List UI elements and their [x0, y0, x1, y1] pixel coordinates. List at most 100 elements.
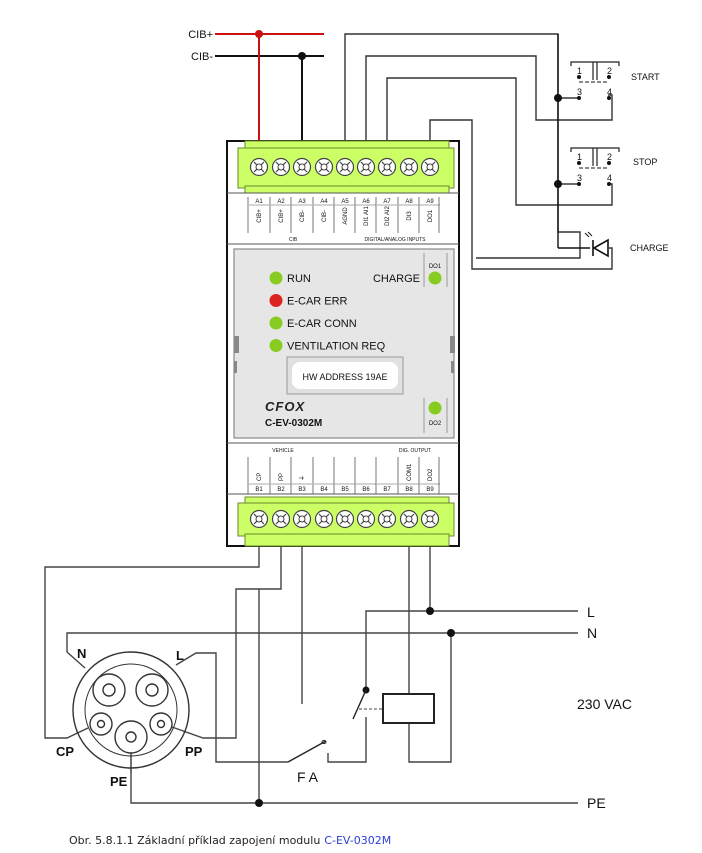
- terminal-id: B8: [405, 487, 413, 493]
- relay: [352, 686, 435, 724]
- terminal-signal: DO1: [428, 209, 434, 222]
- charge-led-icon: [428, 271, 442, 285]
- junction-dot: [447, 629, 455, 637]
- wire-di1: [365, 55, 613, 141]
- terminal-signal: DI2 AI2: [385, 206, 391, 226]
- n-label: N: [587, 625, 597, 641]
- terminal-screw-icon[interactable]: [292, 509, 312, 529]
- charge-indicator-label: CHARGE: [630, 243, 669, 253]
- status-led-list: RUN E-CAR ERR E-CAR CONN VENTILATION REQ: [269, 271, 386, 353]
- status-led: E-CAR ERR: [269, 294, 348, 308]
- terminal-screw-icon[interactable]: [249, 509, 269, 529]
- junction-dot: [255, 799, 263, 807]
- terminal-screw-icon[interactable]: [356, 509, 376, 529]
- junction-dot: [255, 30, 263, 38]
- cib-bus: CIB+ CIB-: [188, 29, 324, 141]
- led-icon: [269, 271, 283, 285]
- terminal-screw-icon[interactable]: [249, 157, 269, 177]
- terminal-id: A8: [405, 199, 413, 205]
- terminal-screw-icon[interactable]: [356, 157, 376, 177]
- terminal-screw-icon[interactable]: [271, 157, 291, 177]
- pin-label: 3: [577, 87, 582, 97]
- vehicle-group-label: VEHICLE: [272, 448, 294, 454]
- terminal-id: A1: [255, 199, 263, 205]
- terminal-id: B9: [426, 487, 434, 493]
- terminal-id: A9: [426, 199, 434, 205]
- wire-pe: [130, 773, 259, 804]
- pin-label: 3: [577, 173, 582, 183]
- terminal-id: B5: [341, 487, 349, 493]
- terminal-signal: DO2: [428, 468, 434, 481]
- start-button: 1 2 3 4 START: [570, 61, 660, 100]
- terminal-id: B7: [383, 487, 391, 493]
- terminal-screw-icon[interactable]: [314, 157, 334, 177]
- status-led: VENTILATION REQ: [269, 339, 386, 353]
- pin-label: 1: [577, 66, 582, 76]
- wire-fa: [327, 717, 367, 763]
- pin-n-label: N: [77, 646, 86, 661]
- stop-button: 1 2 3 4 STOP: [570, 147, 657, 186]
- led-icon: [269, 316, 283, 330]
- terminal-screw-icon[interactable]: [420, 509, 440, 529]
- module-model: C-EV-0302M: [265, 418, 322, 429]
- do2-label: DO2: [429, 421, 442, 427]
- charge-indicator-diode-icon: CHARGE: [584, 231, 669, 258]
- terminal-screw-icon[interactable]: [335, 157, 355, 177]
- terminal-screw-icon[interactable]: [314, 509, 334, 529]
- hw-address: HW ADDRESS 19AE: [302, 372, 387, 382]
- terminal-screw-icon[interactable]: [377, 157, 397, 177]
- figure-caption: Obr. 5.8.1.1 Základní příklad zapojení m…: [69, 834, 391, 847]
- top-screws: [249, 157, 440, 177]
- hw-address-box: [292, 362, 398, 389]
- ev-connector-icon: [72, 651, 190, 773]
- terminal-screw-icon[interactable]: [271, 509, 291, 529]
- pe-label: PE: [587, 795, 606, 811]
- wire-coil-n: [408, 633, 452, 763]
- pin-label: 1: [577, 152, 582, 162]
- pin-label: 2: [607, 152, 612, 162]
- led-icon: [269, 294, 283, 307]
- terminal-id: A2: [277, 199, 285, 205]
- wire-n-bus: [66, 632, 578, 652]
- terminal-screw-icon[interactable]: [377, 509, 397, 529]
- bottom-screws: [249, 509, 440, 529]
- wire-di2: [386, 77, 613, 206]
- status-led: RUN: [269, 271, 311, 285]
- terminal-screw-icon[interactable]: [292, 157, 312, 177]
- voltage-label: 230 VAC: [577, 696, 632, 712]
- terminal-id: B1: [255, 487, 263, 493]
- led-label: E-CAR ERR: [287, 296, 348, 308]
- terminal-signal: DI1 AI1: [364, 206, 370, 226]
- terminal-signal: CP: [257, 473, 263, 481]
- fa-switch: F A: [287, 740, 327, 785]
- pin-pe-label: PE: [110, 774, 128, 789]
- status-led: E-CAR CONN: [269, 316, 357, 330]
- pin-l-label: L: [176, 648, 184, 663]
- pin-label: 2: [607, 66, 612, 76]
- terminal-screw-icon[interactable]: [335, 509, 355, 529]
- wire-l-bus: [365, 610, 578, 690]
- led-label: RUN: [287, 273, 311, 285]
- terminal-id: A4: [320, 199, 328, 205]
- terminal-id: A7: [383, 199, 391, 205]
- terminal-id: A6: [362, 199, 370, 205]
- led-label: E-CAR CONN: [287, 318, 357, 330]
- l-label: L: [587, 604, 595, 620]
- terminal-screw-icon[interactable]: [399, 509, 419, 529]
- caption-model-link[interactable]: C-EV-0302M: [324, 834, 392, 847]
- wire-l: [175, 652, 288, 763]
- pin-cp-label: CP: [56, 744, 74, 759]
- caption-text: Obr. 5.8.1.1 Základní příklad zapojení m…: [69, 834, 321, 847]
- terminal-screw-icon[interactable]: [420, 157, 440, 177]
- terminal-screw-icon[interactable]: [399, 157, 419, 177]
- output-group-label: DIG. OUTPUT: [399, 448, 431, 454]
- do2-led-icon: [428, 401, 442, 415]
- terminal-signal: PP: [279, 473, 285, 481]
- terminal-signal: CIB-: [322, 210, 328, 222]
- wire-pp: [171, 546, 282, 739]
- fa-label: F A: [297, 769, 319, 785]
- wire-do1: [429, 119, 613, 270]
